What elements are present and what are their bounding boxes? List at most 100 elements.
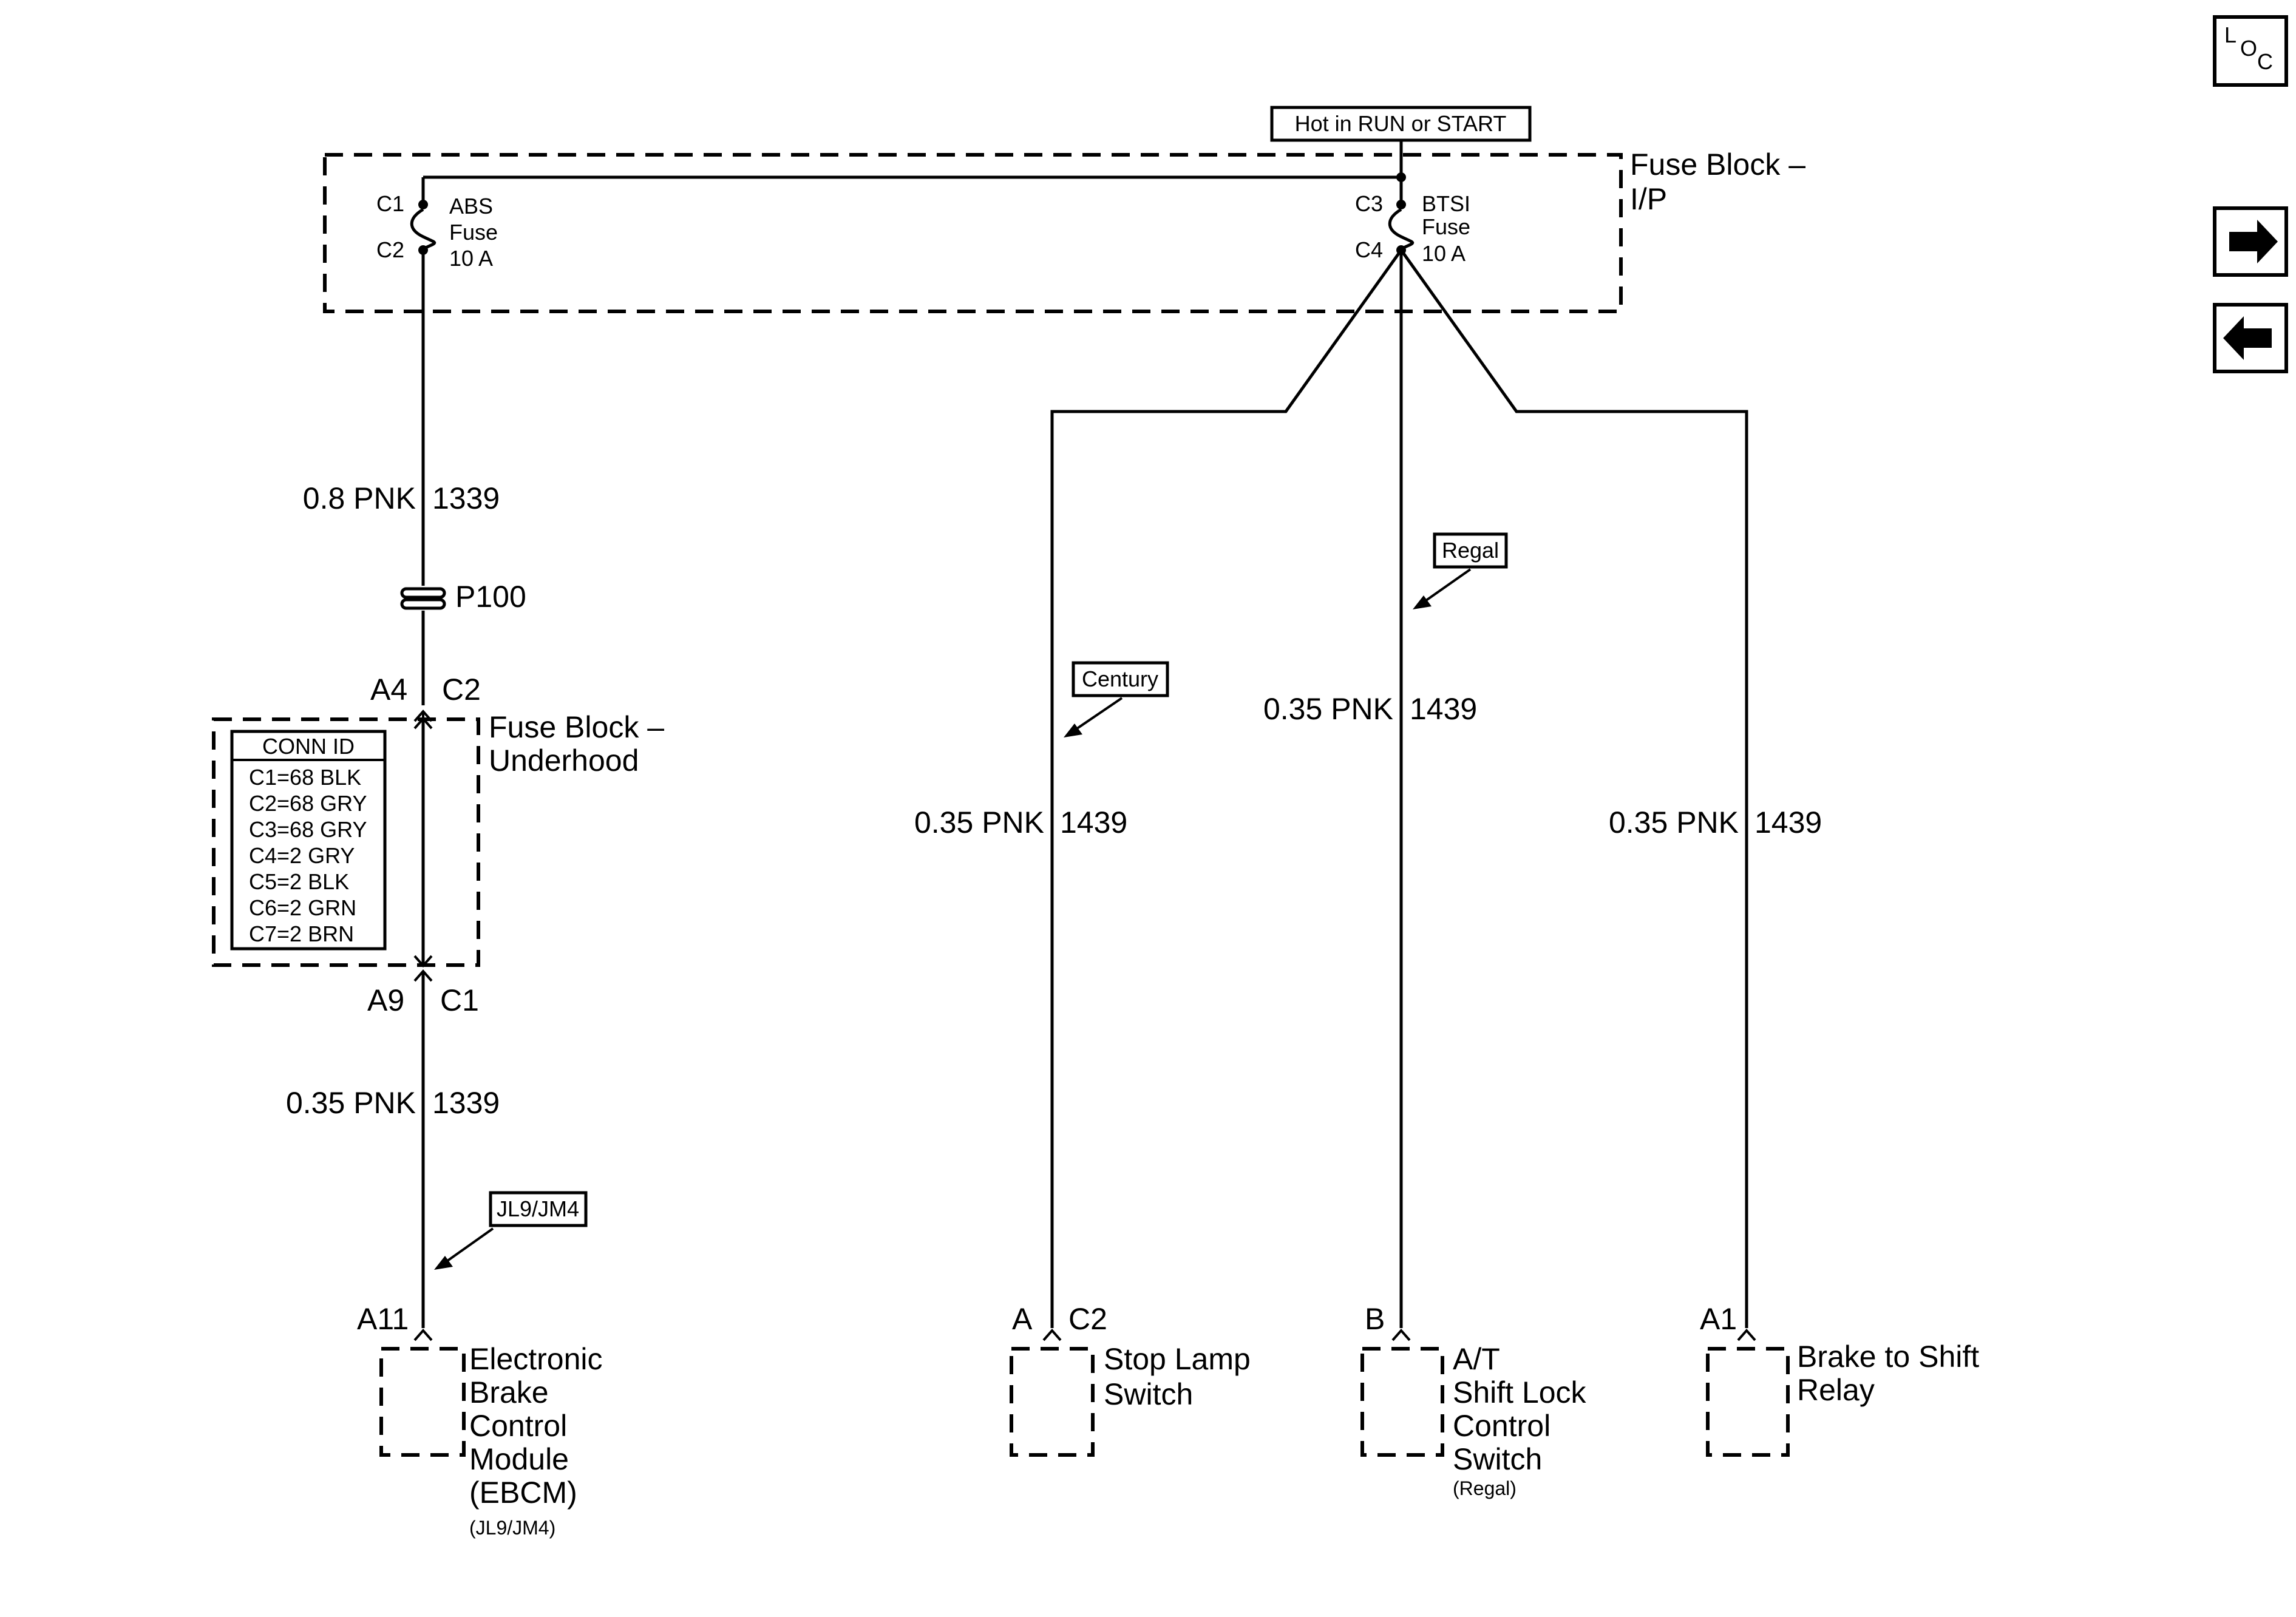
ebcm-label-4: Module — [469, 1442, 569, 1476]
conn-id-row: C1=68 BLK — [249, 765, 361, 790]
prev-page-button[interactable] — [2213, 303, 2288, 373]
ebcm-label-1: Electronic — [469, 1342, 603, 1376]
component-ebcm: A11 Electronic Brake Control Module (EBC… — [357, 1302, 603, 1539]
option-tag-century-pointer — [1073, 697, 1123, 731]
shift-lock-outline — [1360, 1347, 1444, 1457]
splice-p100-bottom — [400, 598, 446, 610]
option-tag-regal-arrowhead — [1413, 595, 1432, 609]
btsi-fuse-label-2: Fuse — [1422, 214, 1470, 239]
wire-1439-left — [1050, 249, 1403, 1328]
wire-1339-lower-size: 0.35 PNK — [286, 1086, 416, 1120]
underhood-top-conn: C2 — [442, 673, 481, 707]
ebcm-label-2: Brake — [469, 1375, 549, 1409]
abs-fuse-label-2: Fuse — [449, 220, 498, 245]
splice-p100-top — [400, 587, 446, 599]
fuse-block-ip: Fuse Block – I/P Hot in RUN or START C1 … — [323, 106, 1805, 313]
underhood-top-pin: A4 — [370, 673, 407, 707]
option-tag-jl9-box — [489, 1191, 588, 1227]
arrow-left-icon — [2223, 316, 2272, 360]
fuse-block-underhood-outline — [212, 717, 480, 967]
component-stop-lamp-switch: A C2 Stop Lamp Switch — [1010, 1302, 1251, 1457]
wire-1339-upper-size: 0.8 PNK — [303, 481, 416, 515]
brake-shift-connector-symbol — [1737, 1328, 1756, 1341]
splice-p100-label: P100 — [455, 580, 526, 614]
btsi-fuse-label-1: BTSI — [1422, 191, 1470, 216]
brake-shift-label-1: Brake to Shift — [1797, 1340, 1979, 1374]
brake-shift-outline — [1706, 1347, 1790, 1457]
circuit-1439: 0.35 PNK 1439 0.35 PNK 1439 0.35 PNK 143… — [914, 249, 1822, 1328]
stop-lamp-pin: A — [1012, 1302, 1033, 1336]
abs-fuse-pin-out: C2 — [376, 237, 404, 262]
brake-shift-pin: A1 — [1700, 1302, 1737, 1336]
loc-icon-o: O — [2240, 36, 2257, 61]
abs-fuse-label-3: 10 A — [449, 246, 493, 271]
component-shift-lock-switch: B A/T Shift Lock Control Switch (Regal) — [1360, 1302, 1587, 1499]
arrow-right-icon — [2229, 220, 2278, 263]
wire-1439-mid-size: 0.35 PNK — [1263, 692, 1393, 726]
conn-id-table: CONN ID C1=68 BLK C2=68 GRY C3=68 GRY C4… — [230, 730, 387, 951]
component-brake-to-shift-relay: A1 Brake to Shift Relay — [1700, 1302, 1979, 1457]
wire-1439-mid-circuit: 1439 — [1410, 692, 1477, 726]
underhood-internal-arrow-up — [413, 716, 433, 730]
loc-button[interactable]: L O C — [2213, 15, 2288, 87]
option-tag-jl9: JL9/JM4 — [497, 1196, 579, 1221]
fuse-block-underhood: Fuse Block – Underhood A4 C2 A9 C1 CONN … — [212, 673, 664, 1017]
abs-fuse-element — [410, 208, 436, 251]
option-tag-regal-box — [1433, 532, 1508, 569]
option-tag-century-box — [1072, 661, 1169, 697]
stop-lamp-label-1: Stop Lamp — [1104, 1342, 1251, 1376]
btsi-fuse: C3 C4 BTSI Fuse 10 A — [1355, 177, 1470, 266]
ebcm-connector-symbol — [413, 1328, 433, 1341]
shift-lock-label-4: Switch — [1453, 1442, 1542, 1476]
abs-fuse-pin-in-dot — [418, 200, 428, 209]
abs-fuse-pin-in: C1 — [376, 191, 404, 216]
loc-icon-c: C — [2257, 49, 2273, 74]
option-tag-regal: Regal — [1442, 538, 1499, 563]
loc-button-frame — [2213, 15, 2288, 87]
stop-lamp-connector-symbol — [1042, 1328, 1062, 1341]
wire-1339-upper-circuit: 1339 — [432, 481, 500, 515]
shift-lock-label-3: Control — [1453, 1409, 1550, 1443]
shift-lock-label-1: A/T — [1453, 1342, 1500, 1376]
shift-lock-pin: B — [1365, 1302, 1385, 1336]
btsi-fuse-pin-in-dot — [1396, 200, 1406, 209]
circuit-1339: 0.8 PNK 1339 P100 — [303, 250, 526, 705]
stop-lamp-conn: C2 — [1068, 1302, 1107, 1336]
option-tag-century: Century — [1082, 666, 1158, 691]
option-tag-century-arrowhead — [1064, 724, 1082, 737]
underhood-internal-arrow-down — [413, 955, 433, 968]
wire-1439-right-circuit: 1439 — [1754, 805, 1822, 839]
stop-lamp-label-2: Switch — [1104, 1377, 1193, 1411]
ebcm-outline — [379, 1347, 466, 1457]
wire-1339-lower-circuit: 1339 — [432, 1086, 500, 1120]
btsi-fuse-element — [1388, 208, 1415, 251]
btsi-fuse-pin-in: C3 — [1355, 191, 1383, 216]
conn-id-row: C5=2 BLK — [249, 869, 349, 894]
abs-fuse: C1 C2 ABS Fuse 10 A — [376, 177, 498, 271]
shift-lock-label-2: Shift Lock — [1453, 1375, 1587, 1409]
ebcm-label-3: Control — [469, 1409, 567, 1443]
conn-id-row: C4=2 GRY — [249, 843, 355, 868]
conn-id-row: C2=68 GRY — [249, 791, 367, 816]
loc-icon-l: L — [2224, 22, 2237, 47]
fuse-block-underhood-title-2: Underhood — [489, 744, 639, 778]
stop-lamp-outline — [1010, 1347, 1095, 1457]
shift-lock-note: (Regal) — [1453, 1477, 1517, 1499]
underhood-bottom-pin: A9 — [367, 983, 404, 1017]
conn-id-row: C6=2 GRN — [249, 895, 356, 920]
fuse-block-underhood-title-1: Fuse Block – — [489, 710, 664, 744]
fuse-block-ip-title-1: Fuse Block – — [1630, 147, 1805, 181]
ebcm-label-5: (EBCM) — [469, 1476, 577, 1510]
option-tag-jl9-pointer — [444, 1227, 494, 1264]
option-tag-jl9-arrowhead — [434, 1256, 453, 1270]
brake-shift-label-2: Relay — [1797, 1373, 1875, 1407]
circuit-1339-lower: 0.35 PNK 1339 JL9/JM4 — [286, 971, 588, 1328]
ebcm-pin: A11 — [357, 1302, 409, 1336]
next-page-button[interactable] — [2213, 206, 2288, 277]
wire-1439-left-size: 0.35 PNK — [914, 805, 1044, 839]
conn-id-row: C3=68 GRY — [249, 817, 367, 842]
conn-id-table-outline — [230, 730, 387, 951]
fuse-block-ip-outline — [323, 153, 1623, 313]
abs-fuse-label-1: ABS — [449, 194, 493, 219]
